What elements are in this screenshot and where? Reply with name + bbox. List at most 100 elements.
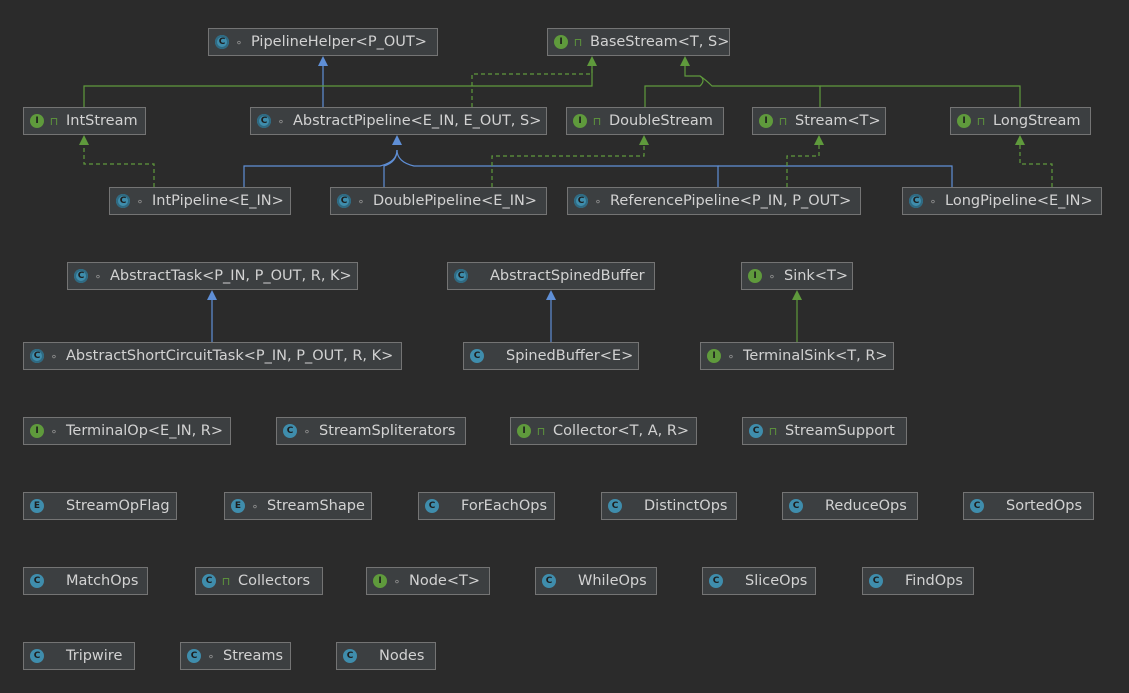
edge-extends xyxy=(718,165,953,187)
arrowhead-implements xyxy=(587,56,597,66)
node-Streams[interactable]: C∘Streams xyxy=(180,642,291,670)
node-AbstractTask[interactable]: C ∘ AbstractTask<P_IN, P_OUT, R, K> xyxy=(67,262,358,290)
edge-implements xyxy=(471,66,593,107)
node-label: MatchOps xyxy=(66,573,139,589)
node-LongStream[interactable]: I⊓LongStream xyxy=(950,107,1091,135)
abstract-class-icon: C xyxy=(909,194,923,208)
node-label: AbstractShortCircuitTask<P_IN, P_OUT, R,… xyxy=(66,348,394,364)
abstract-class-icon: C xyxy=(215,35,229,49)
node-label: TerminalSink<T, R> xyxy=(743,348,888,364)
interface-icon: I xyxy=(748,269,762,283)
package-private-icon: ∘ xyxy=(929,194,937,208)
node-TerminalOp[interactable]: I∘TerminalOp<E_IN, R> xyxy=(23,417,231,445)
node-MatchOps[interactable]: C MatchOps xyxy=(23,567,148,595)
abstract-class-icon: C xyxy=(337,194,351,208)
node-IntStream[interactable]: I⊓IntStream xyxy=(23,107,146,135)
arrowhead-extends xyxy=(207,290,217,300)
node-label: WhileOps xyxy=(578,573,647,589)
interface-icon: I xyxy=(957,114,971,128)
node-BaseStream[interactable]: I⊓BaseStream<T, S> xyxy=(547,28,730,56)
public-lock-icon: ⊓ xyxy=(778,114,788,128)
package-private-icon: ∘ xyxy=(303,424,311,438)
node-label: ReduceOps xyxy=(825,498,907,514)
abstract-class-icon: C xyxy=(454,269,468,283)
abstract-class-icon: C xyxy=(30,349,44,363)
edge-implements xyxy=(786,145,820,187)
class-icon: C xyxy=(283,424,297,438)
edge-extends-interface xyxy=(83,66,593,107)
interface-icon: I xyxy=(707,349,721,363)
class-icon: C xyxy=(202,574,216,588)
arrowhead-implements xyxy=(814,135,824,145)
node-label: FindOps xyxy=(905,573,963,589)
node-Sink[interactable]: I∘Sink<T> xyxy=(741,262,853,290)
package-private-icon: ∘ xyxy=(136,194,144,208)
node-StreamSpliterators[interactable]: C ∘ StreamSpliterators xyxy=(276,417,466,445)
node-label: LongStream xyxy=(993,113,1081,129)
package-private-icon: ∘ xyxy=(393,574,401,588)
edge-implements xyxy=(83,145,155,187)
node-Stream[interactable]: I⊓Stream<T> xyxy=(752,107,886,135)
arrowhead-extends xyxy=(392,135,402,145)
node-label: DoublePipeline<E_IN> xyxy=(373,193,537,209)
node-label: Collectors xyxy=(238,573,311,589)
node-label: StreamSpliterators xyxy=(319,423,456,439)
node-label: Tripwire xyxy=(66,648,123,664)
class-icon: C xyxy=(608,499,622,513)
node-AbstractShortCircuitTask[interactable]: C∘AbstractShortCircuitTask<P_IN, P_OUT, … xyxy=(23,342,402,370)
public-lock-icon: ⊓ xyxy=(536,424,546,438)
node-label: PipelineHelper<P_OUT> xyxy=(251,34,427,50)
class-icon: C xyxy=(789,499,803,513)
arrowhead-implements xyxy=(1015,135,1025,145)
package-private-icon: ∘ xyxy=(251,499,259,513)
package-private-icon: ∘ xyxy=(594,194,602,208)
node-AbstractPipeline[interactable]: C∘AbstractPipeline<E_IN, E_OUT, S> xyxy=(250,107,547,135)
node-Collector[interactable]: I⊓Collector<T, A, R> xyxy=(510,417,697,445)
node-label: AbstractPipeline<E_IN, E_OUT, S> xyxy=(293,113,542,129)
node-label: IntPipeline<E_IN> xyxy=(152,193,284,209)
node-label: DistinctOps xyxy=(644,498,728,514)
node-FindOps[interactable]: C FindOps xyxy=(862,567,974,595)
class-icon: C xyxy=(30,574,44,588)
node-label: AbstractTask<P_IN, P_OUT, R, K> xyxy=(110,268,352,284)
node-StreamSupport[interactable]: C⊓StreamSupport xyxy=(742,417,907,445)
arrowhead-extends xyxy=(546,290,556,300)
arrowhead-implements xyxy=(639,135,649,145)
node-Collectors[interactable]: C⊓Collectors xyxy=(195,567,323,595)
node-LongPipeline[interactable]: C∘LongPipeline<E_IN> xyxy=(902,187,1102,215)
package-private-icon: ∘ xyxy=(94,269,102,283)
node-label: StreamShape xyxy=(267,498,365,514)
class-icon: C xyxy=(869,574,883,588)
node-DoubleStream[interactable]: I⊓DoubleStream xyxy=(566,107,724,135)
node-label: SliceOps xyxy=(745,573,808,589)
node-label: Stream<T> xyxy=(795,113,881,129)
public-lock-icon: ⊓ xyxy=(768,424,778,438)
class-icon: C xyxy=(187,649,201,663)
node-DistinctOps[interactable]: C DistinctOps xyxy=(601,492,737,520)
node-ReduceOps[interactable]: C ReduceOps xyxy=(782,492,918,520)
node-label: SpinedBuffer<E> xyxy=(506,348,634,364)
node-Node[interactable]: I∘Node<T> xyxy=(366,567,490,595)
package-private-icon: ∘ xyxy=(768,269,776,283)
node-TerminalSink[interactable]: I∘TerminalSink<T, R> xyxy=(700,342,894,370)
node-IntPipeline[interactable]: C∘IntPipeline<E_IN> xyxy=(109,187,291,215)
interface-icon: I xyxy=(554,35,568,49)
abstract-class-icon: C xyxy=(74,269,88,283)
node-label: TerminalOp<E_IN, R> xyxy=(66,423,224,439)
node-WhileOps[interactable]: C WhileOps xyxy=(535,567,657,595)
node-PipelineHelper[interactable]: C∘PipelineHelper<P_OUT> xyxy=(208,28,438,56)
node-StreamShape[interactable]: E∘StreamShape xyxy=(224,492,372,520)
class-icon: C xyxy=(542,574,556,588)
node-label: Nodes xyxy=(379,648,425,664)
node-ReferencePipeline[interactable]: C∘ReferencePipeline<P_IN, P_OUT> xyxy=(567,187,861,215)
node-DoublePipeline[interactable]: C ∘ DoublePipeline<E_IN> xyxy=(330,187,547,215)
package-private-icon: ∘ xyxy=(357,194,365,208)
